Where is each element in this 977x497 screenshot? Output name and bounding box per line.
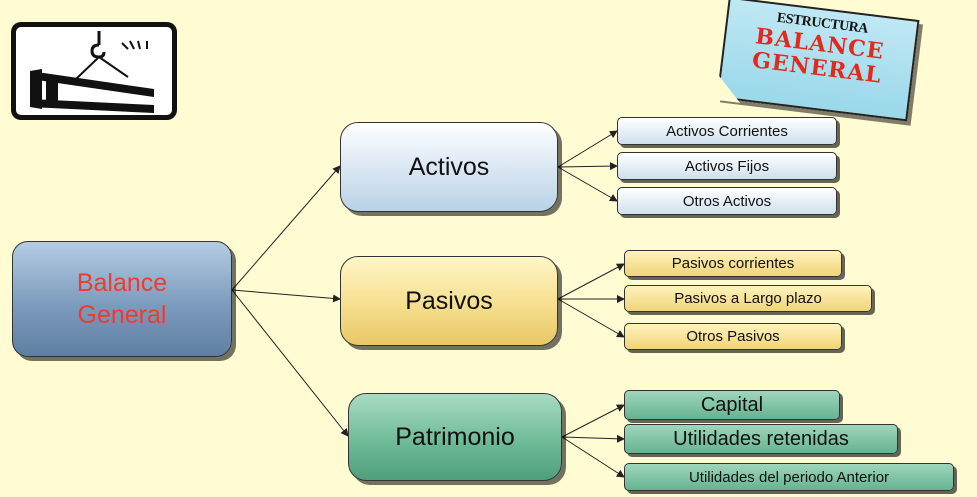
arrow-root-activos <box>231 165 341 291</box>
category-node-patrimonio: Patrimonio <box>348 393 562 481</box>
category-label-activos: Activos <box>408 152 490 181</box>
arrow-activos-3 <box>557 166 618 202</box>
arrow-patrimonio-3 <box>561 436 625 478</box>
category-label-pasivos: Pasivos <box>405 286 493 315</box>
arrow-root-patrimonio <box>231 289 349 437</box>
leaf-capital: Capital <box>624 390 840 420</box>
arrow-patrimonio-2 <box>561 434 625 443</box>
root-label-line-1: Balance <box>76 268 168 297</box>
leaf-pasivos-corrientes: Pasivos corrientes <box>624 250 842 277</box>
leaf-otros-pasivos: Otros Pasivos <box>624 323 842 350</box>
leaf-otros-activos: Otros Activos <box>617 187 837 215</box>
root-label-line-2: General <box>77 301 167 329</box>
leaf-activos-fijos: Activos Fijos <box>617 152 837 180</box>
arrow-patrimonio-1 <box>561 404 625 438</box>
arrow-activos-1 <box>557 130 618 168</box>
leaf-utilidades-retenidas: Utilidades retenidas <box>624 424 898 454</box>
leaf-activos-corrientes: Activos Corrientes <box>617 117 837 145</box>
category-node-pasivos: Pasivos <box>340 256 558 346</box>
stamp-folded-corner <box>714 73 744 103</box>
arrow-root-pasivos <box>231 289 341 303</box>
leaf-pasivos-largo-plazo: Pasivos a Largo plazo <box>624 285 872 312</box>
root-node-balance-general: Balance General <box>12 241 232 357</box>
category-node-activos: Activos <box>340 122 558 212</box>
arrow-pasivos-1 <box>557 263 625 300</box>
arrow-activos-2 <box>557 162 618 171</box>
crane-hook-steel-beam-icon <box>11 22 177 120</box>
category-label-patrimonio: Patrimonio <box>395 422 515 451</box>
crane-hook-drawing <box>30 31 154 113</box>
leaf-utilidades-periodo-anterior: Utilidades del periodo Anterior <box>624 463 954 491</box>
arrow-pasivos-3 <box>557 298 625 338</box>
